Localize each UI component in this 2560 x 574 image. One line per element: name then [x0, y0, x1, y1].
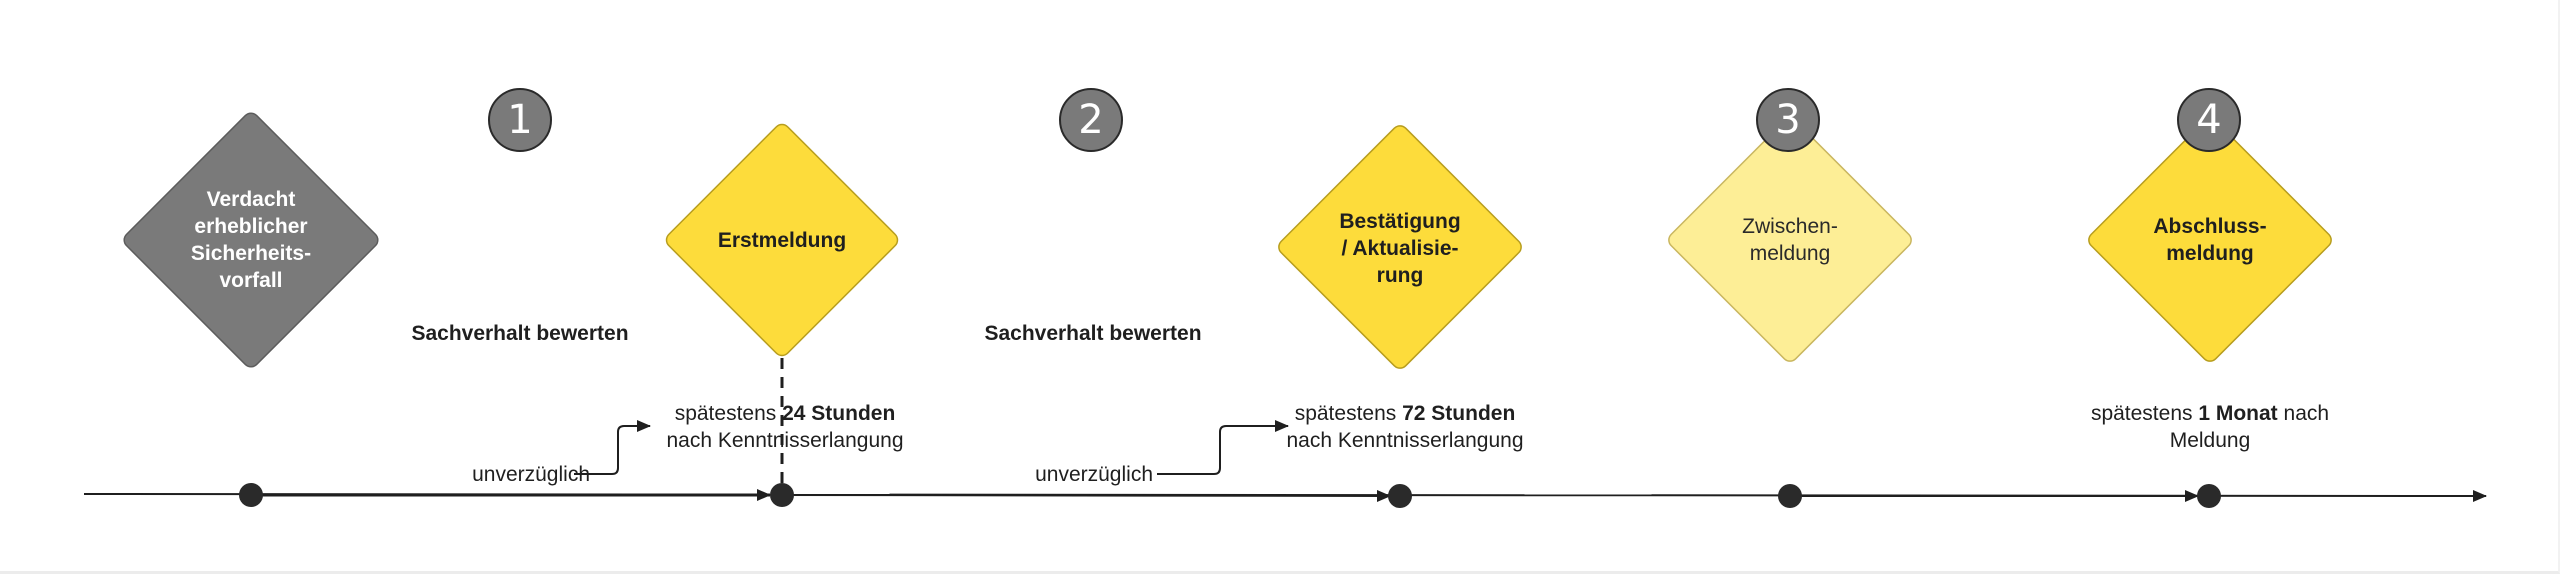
timeline-dot-2 [770, 483, 794, 507]
segment-arrow-2 [781, 489, 1391, 502]
diamond-zwischenmeldung [1668, 118, 1912, 362]
deadline-prefix: spätestens [674, 402, 783, 425]
deadline-emphasis: 24 Stunden [782, 402, 896, 425]
diamond-label-bestaetigung: Bestätigung / Aktualisie- rung [1339, 209, 1461, 287]
deadline-emphasis: 1 Monat [2198, 402, 2278, 425]
step-number-4: 4 [2196, 97, 2222, 143]
step-badge-4 [2177, 88, 2241, 152]
step-badge-1 [488, 88, 552, 152]
step-number-1: 1 [507, 97, 533, 143]
deadline-prefix: spätestens [1294, 402, 1403, 425]
step-number-3: 3 [1775, 97, 1801, 143]
diamond-label-zwischenmeldung: Zwischen- meldung [1742, 215, 1838, 265]
deadline-line2: nach Kenntnisserlangung [1286, 429, 1524, 452]
timeline-dot-4 [1778, 484, 1802, 508]
deadline-suffix: nach [2277, 402, 2330, 425]
elbow-connector-2 [1157, 420, 1289, 475]
timeline-dot-5 [2197, 484, 2221, 508]
diamond-abschlussmeldung [2088, 118, 2332, 362]
diamond-bestaetigung [1278, 125, 1522, 369]
elbow-connector-1 [574, 420, 651, 475]
timeline-dot-3 [1388, 484, 1412, 508]
deadline-line2: nach Kenntnisserlangung [666, 429, 904, 452]
label-sachverhalt-1: Sachverhalt bewerten [411, 322, 629, 345]
label-sachverhalt-2: Sachverhalt bewerten [984, 322, 1202, 345]
deadline-line2: Meldung [2169, 429, 2251, 452]
deadline-emphasis: 72 Stunden [1402, 402, 1516, 425]
deadline-label-24h: spätestens 24 Stunden nach Kenntnisserla… [640, 400, 930, 454]
diamond-erstmeldung [665, 123, 899, 357]
diamond-label-abschlussmeldung: Abschluss- meldung [2153, 215, 2267, 265]
diamond-label-erstmeldung: Erstmeldung [717, 228, 847, 252]
diamond-verdacht [123, 112, 379, 368]
step-number-2: 2 [1078, 97, 1104, 143]
deadline-label-72h: spätestens 72 Stunden nach Kenntnisserla… [1260, 400, 1550, 454]
diamond-label-verdacht: Verdacht erheblicher Sicherheits- vorfal… [190, 188, 312, 292]
deadline-label-1-monat: spätestens 1 Monat nach Meldung [2060, 400, 2360, 454]
step-badge-2 [1059, 88, 1123, 152]
label-unverzueglich-2: unverzüglich [1035, 463, 1153, 486]
deadline-prefix: spätestens [2090, 402, 2199, 425]
label-unverzueglich-1: unverzüglich [472, 463, 590, 486]
step-badge-3 [1756, 88, 1820, 152]
timeline-dot-1 [239, 483, 263, 507]
